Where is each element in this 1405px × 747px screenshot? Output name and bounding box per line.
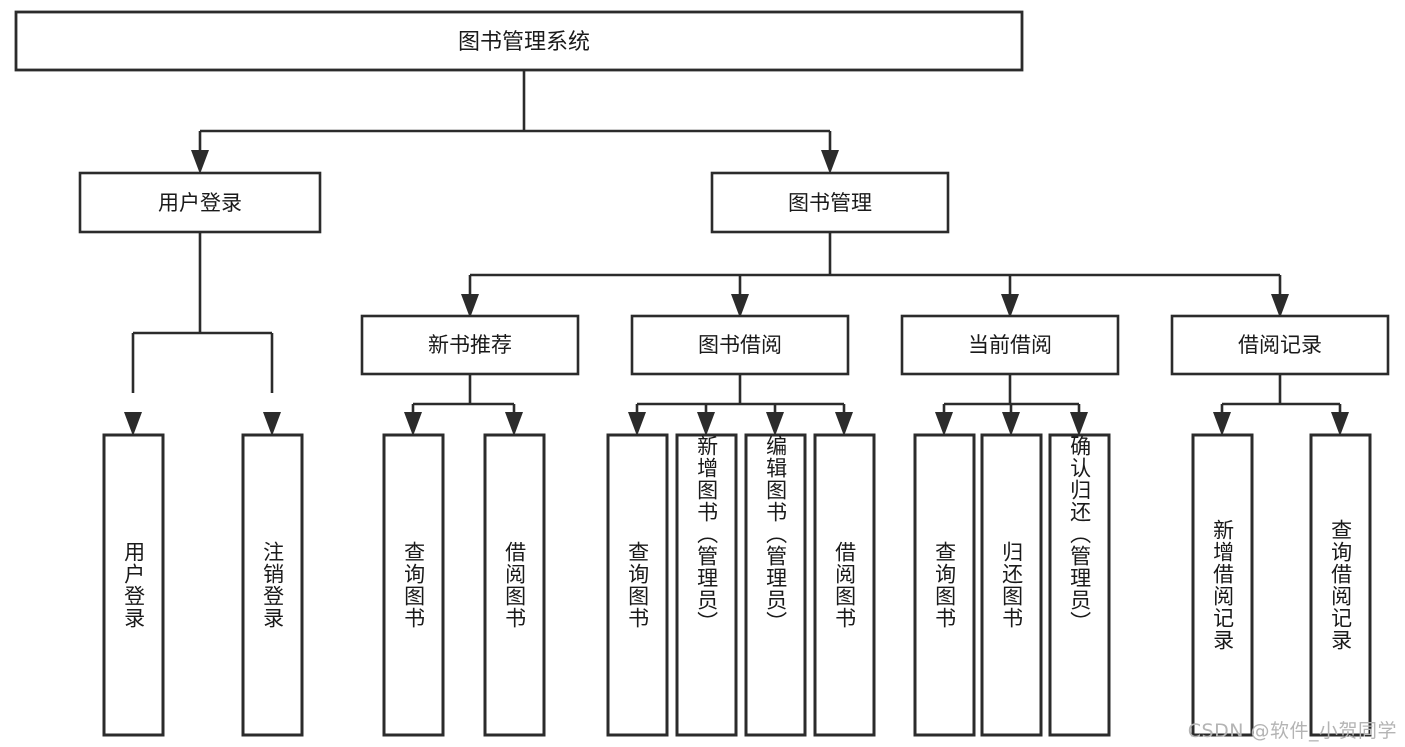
arrow-borrow-record-leaf-1 [1213,412,1231,436]
node-new-book-recommend-label: 新书推荐 [428,333,512,357]
arrow-book-borrow-leaf-2 [697,412,715,436]
node-book-borrow-label: 图书借阅 [698,333,782,357]
leaf-box-new-book-1[interactable] [382,433,445,737]
leaf-box-borrow-record-2[interactable] [1309,433,1372,737]
csdn-watermark: CSDN @软件_小贺同学 [1187,720,1397,742]
node-current-borrow-box[interactable] [900,314,1120,376]
connector-group-new-book [404,374,523,436]
node-current-borrow-label: 当前借阅 [968,333,1052,357]
leaf-box-borrow-record-1[interactable] [1191,433,1254,737]
arrow-borrow-record-leaf-2 [1331,412,1349,436]
node-book-manage[interactable]: 图书管理 [710,171,950,234]
node-new-book-recommend[interactable]: 新书推荐 [360,314,580,376]
arrow-book-manage-child-1 [461,294,479,318]
node-book-borrow[interactable]: 图书借阅 [630,314,850,376]
leaf-box-book-borrow-4[interactable] [813,433,876,737]
arrow-new-book-leaf-2 [505,412,523,436]
leaf-box-current-borrow-3[interactable] [1048,433,1111,737]
leaf-box-user-login-1[interactable] [102,433,165,737]
connector-group-root [191,70,839,174]
leaf-box-book-borrow-3[interactable] [744,433,807,737]
arrow-book-manage-child-4 [1271,294,1289,318]
arrow-current-borrow-leaf-3 [1070,412,1088,436]
arrow-root-to-book-manage [821,150,839,174]
node-user-login-label: 用户登录 [158,191,242,215]
arrow-book-manage-child-3 [1001,294,1019,318]
node-root-system-box[interactable] [14,10,1024,72]
connector-group-book-borrow [628,374,853,436]
arrow-book-borrow-leaf-1 [628,412,646,436]
arrow-book-manage-child-2 [731,294,749,318]
leaf-box-group [102,433,1372,737]
arrow-book-borrow-leaf-4 [835,412,853,436]
node-root-system-label: 图书管理系统 [458,30,590,55]
node-borrow-record-box[interactable] [1170,314,1390,376]
node-current-borrow[interactable]: 当前借阅 [900,314,1120,376]
connector-group-book-manage [461,232,1289,318]
node-user-login[interactable]: 用户登录 [78,171,322,234]
node-new-book-recommend-box[interactable] [360,314,580,376]
leaf-box-book-borrow-1[interactable] [606,433,669,737]
node-borrow-record[interactable]: 借阅记录 [1170,314,1390,376]
node-book-manage-box[interactable] [710,171,950,234]
arrow-new-book-leaf-1 [404,412,422,436]
leaf-box-current-borrow-2[interactable] [980,433,1043,737]
arrow-current-borrow-leaf-1 [935,412,953,436]
connector-group-user-login [124,232,281,436]
connector-group-current-borrow [935,374,1088,436]
node-book-borrow-box[interactable] [630,314,850,376]
node-borrow-record-label: 借阅记录 [1238,333,1322,357]
leaf-box-current-borrow-1[interactable] [913,433,976,737]
arrow-current-borrow-leaf-2 [1002,412,1020,436]
arrow-root-to-user-login [191,150,209,174]
arrow-user-login-leaf-2 [263,412,281,436]
leaf-box-user-login-2[interactable] [241,433,304,737]
arrow-user-login-leaf-1 [124,412,142,436]
leaf-box-new-book-2[interactable] [483,433,546,737]
connector-group-borrow-record [1213,374,1349,436]
node-user-login-box[interactable] [78,171,322,234]
node-root-system[interactable]: 图书管理系统 [14,10,1024,72]
node-book-manage-label: 图书管理 [788,191,872,215]
arrow-book-borrow-leaf-3 [766,412,784,436]
leaf-box-book-borrow-2[interactable] [675,433,738,737]
